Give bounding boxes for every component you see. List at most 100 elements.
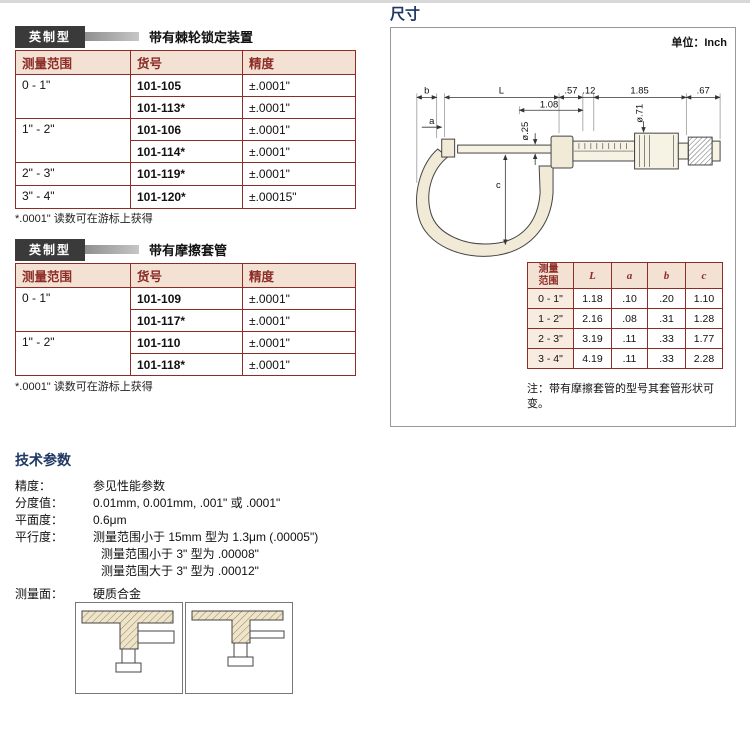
dim-label-b: b (424, 85, 429, 96)
workpiece (191, 610, 284, 644)
section-subtitle: 带有棘轮锁定装置 (149, 30, 254, 45)
section-header-ratchet: 英制型 带有棘轮锁定装置 (15, 25, 254, 48)
dim-label-a: a (429, 116, 435, 127)
tech-row: 分度值： 0.01mm, 0.001mm, .001" 或 .0001" (15, 495, 375, 512)
ratchet-cap (711, 140, 721, 162)
anvil-tip (121, 648, 136, 664)
code-cell: 101-113* (130, 96, 243, 119)
L-cell: 2.16 (573, 308, 612, 329)
b-cell: .33 (647, 348, 686, 369)
code-cell: 101-120* (130, 185, 243, 209)
accuracy-cell: ±.0001" (242, 74, 356, 97)
dim-label-12: .12 (582, 85, 595, 96)
accuracy-cell: ±.0001" (242, 96, 356, 119)
accuracy-cell: ±.0001" (242, 140, 356, 163)
table-row: 101-117* ±.0001" (16, 309, 356, 332)
table-row: 3" - 4" 101-120* ±.00015" (15, 185, 356, 209)
range-cell: 1" - 2" (15, 118, 131, 163)
c-cell: 1.77 (685, 328, 723, 349)
code-cell: 101-117* (130, 309, 243, 332)
range-cell: 0 - 1" (527, 288, 574, 309)
footnote-friction: *.0001" 读数可在游标上获得 (15, 381, 153, 393)
type-tag: 英制型 (15, 25, 86, 48)
table-header-row: 测量范围 货号 精度 (15, 263, 356, 288)
tech-row: 测量面： 硬质合金 (15, 586, 375, 603)
dim-label-185: 1.85 (630, 85, 648, 96)
spindle-face (137, 630, 175, 644)
dim-label-dia71: ø.71 (635, 104, 646, 123)
L-cell: 1.18 (573, 288, 612, 309)
tech-label: 测量面： (15, 587, 64, 601)
code-cell: 101-105 (130, 74, 243, 97)
anvil-detail-drawing-2 (191, 610, 285, 667)
anvil-base (227, 656, 254, 667)
col-header-accuracy: 精度 (242, 50, 356, 75)
c-cell: 2.28 (685, 348, 723, 369)
micrometer-drawing: b L .57 .12 1.85 .67 1.08 a c ø.25 ø.71 (416, 85, 721, 257)
tech-label: 平行度： (15, 530, 64, 544)
accuracy-cell: ±.0001" (242, 331, 356, 354)
range-cell: 3 - 4" (527, 348, 574, 369)
page-top-border (0, 0, 750, 3)
dimensions-panel: 单位：Inch (390, 27, 736, 427)
tech-value: 0.01mm, 0.001mm, .001" 或 .0001" (93, 496, 281, 510)
tech-value: 测量范围小于 15mm 型为 1.3μm (.00005") 测量范围小于 3"… (93, 529, 318, 580)
accuracy-cell: ±.0001" (242, 353, 356, 376)
accuracy-cell: ±.0001" (242, 309, 356, 332)
table-row: 2 - 3" 3.19 .11 .33 1.77 (527, 328, 723, 349)
col-header-range: 测量范围 (15, 50, 131, 75)
frame-boss (550, 135, 574, 169)
table-row: 3 - 4" 4.19 .11 .33 2.28 (527, 348, 723, 369)
col-header-accuracy: 精度 (242, 263, 356, 288)
table-row: 0 - 1" 1.18 .10 .20 1.10 (527, 288, 723, 309)
col-header-range: 测量范围 (15, 263, 131, 288)
dim-label-dia25: ø.25 (520, 122, 531, 141)
table-header-row: 测量范围 货号 精度 (15, 50, 356, 75)
tech-label: 平面度： (15, 513, 64, 527)
dimensions-title: 尺寸 (390, 6, 421, 23)
tech-specs: 技术参数 精度： 参见性能参数 分度值： 0.01mm, 0.001mm, .0… (15, 450, 375, 603)
code-cell: 101-106 (130, 118, 243, 141)
a-cell: .11 (611, 348, 648, 369)
accuracy-cell: ±.0001" (242, 118, 356, 141)
dimension-table: 测量范围 L a b c 0 - 1" 1.18 .10 .20 1.10 1 … (527, 262, 723, 369)
col-header-code: 货号 (130, 263, 243, 288)
anvil-base (115, 662, 142, 673)
tag-underline-bar (85, 32, 140, 41)
col-header-a: a (611, 262, 648, 289)
workpiece (81, 610, 174, 650)
anvil-tip (233, 642, 248, 658)
col-header-b: b (647, 262, 686, 289)
section-header-friction: 英制型 带有摩擦套管 (15, 238, 228, 261)
friction-spec-table: 测量范围 货号 精度 0 - 1" 101-109 ±.0001" 101-11… (15, 263, 356, 376)
table-row: 101-118* ±.0001" (16, 353, 356, 376)
table-row: 1 - 2" 2.16 .08 .31 1.28 (527, 308, 723, 329)
range-cell: 1" - 2" (15, 331, 131, 376)
table-row: 1" - 2" 101-110 ±.0001" (15, 331, 356, 376)
tech-value-line: 测量范围大于 3" 型为 .00012" (101, 564, 259, 578)
table-row: 2" - 3" 101-119* ±.0001" (15, 162, 356, 186)
code-cell: 101-114* (130, 140, 243, 163)
code-cell: 101-110 (130, 331, 243, 354)
code-cell: 101-119* (130, 162, 243, 186)
dim-label-c: c (496, 180, 501, 191)
tech-row: 平行度： 测量范围小于 15mm 型为 1.3μm (.00005") 测量范围… (15, 529, 375, 580)
section-subtitle: 带有摩擦套管 (149, 243, 228, 258)
L-cell: 3.19 (573, 328, 612, 349)
dim-label-L: L (499, 85, 504, 96)
unit-label: 单位：Inch (671, 37, 727, 49)
ratchet-step (677, 142, 689, 160)
ratchet-knurl (687, 136, 713, 166)
measuring-example-figure-1 (75, 602, 183, 694)
table-row: 0 - 1" 101-109 ±.0001" (15, 287, 356, 332)
table-row: 0 - 1" 101-105 ±.0001" (15, 74, 356, 119)
range-cell: 1 - 2" (527, 308, 574, 329)
dim-label-108: 1.08 (540, 99, 558, 110)
tech-value-line: 测量范围小于 3" 型为 .00008" (101, 547, 259, 561)
tech-value: 参见性能参数 (93, 479, 166, 493)
a-cell: .10 (611, 288, 648, 309)
code-cell: 101-118* (130, 353, 243, 376)
tech-label: 分度值： (15, 496, 64, 510)
footnote-ratchet: *.0001" 读数可在游标上获得 (15, 213, 153, 225)
accuracy-cell: ±.00015" (242, 185, 356, 209)
